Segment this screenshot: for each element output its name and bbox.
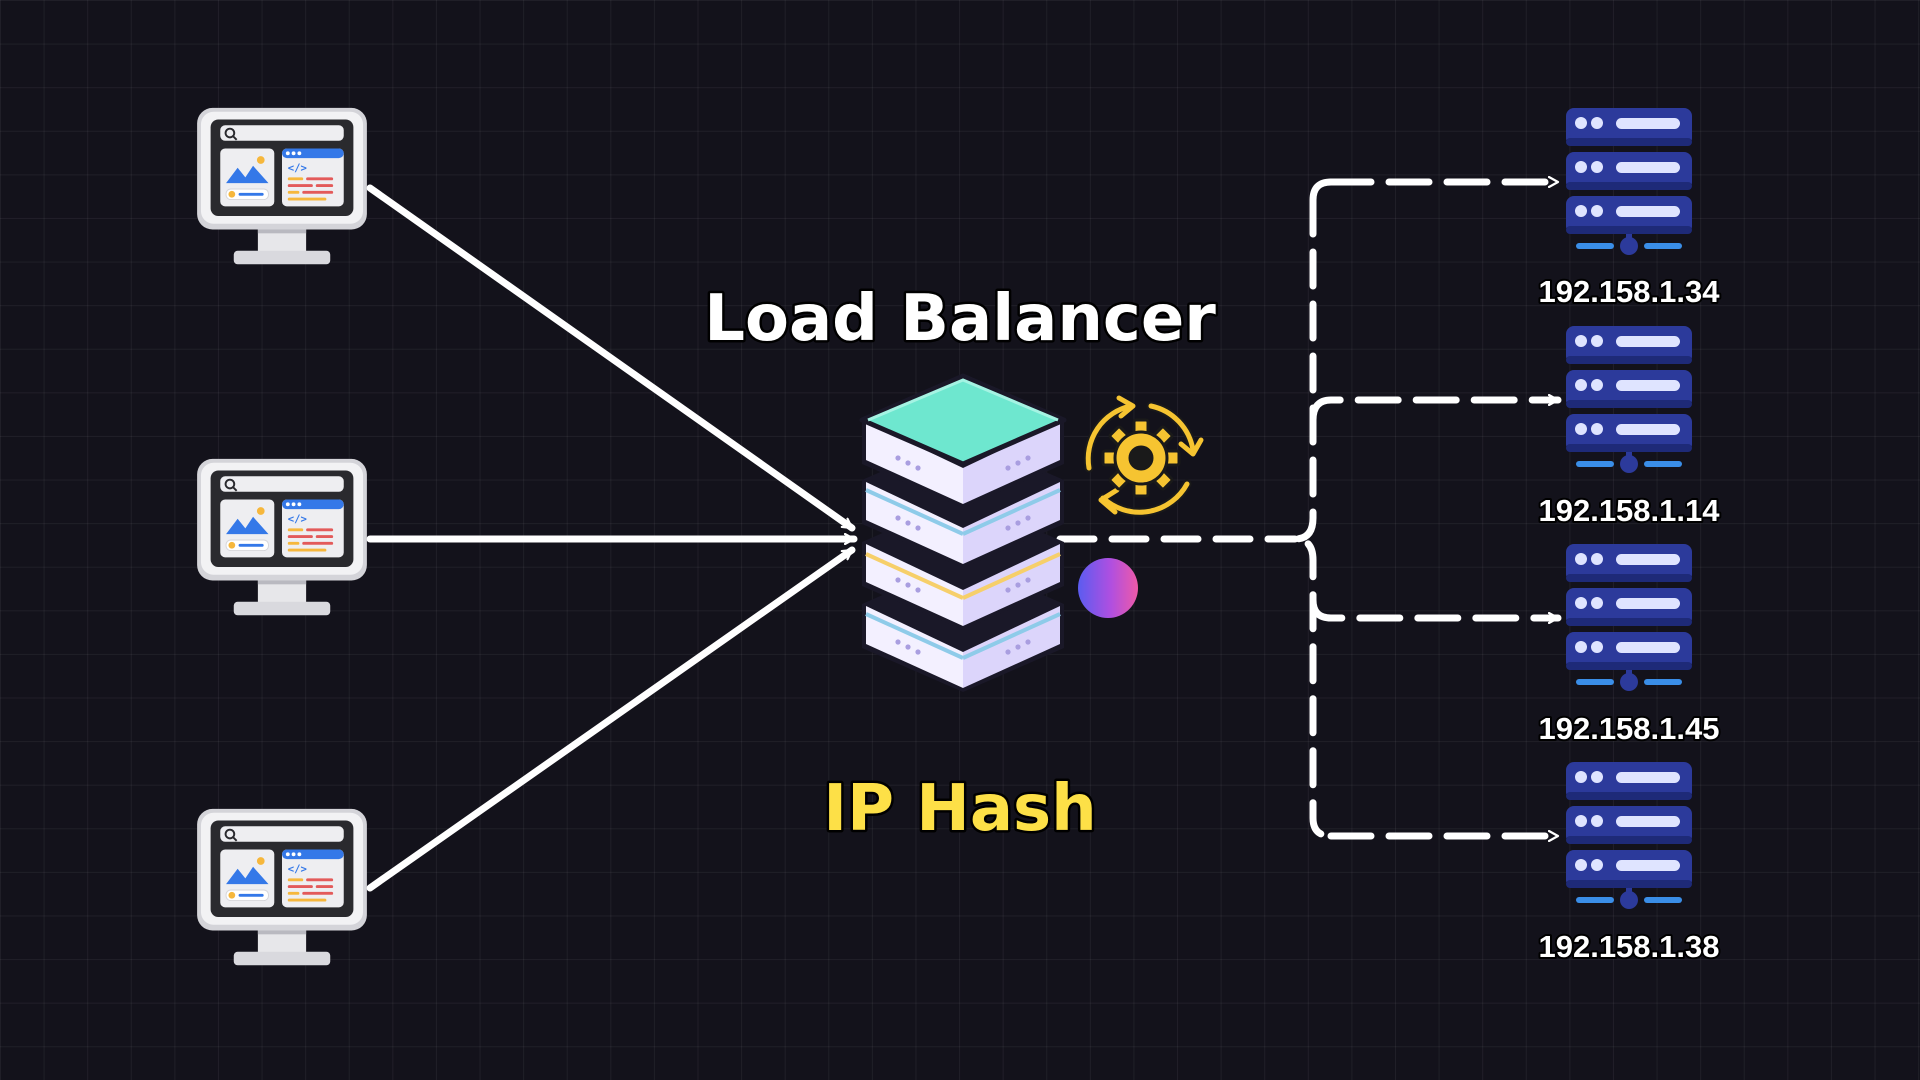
- desktop-monitor-icon: [196, 807, 368, 967]
- server-rack-icon: [1566, 544, 1692, 691]
- request-dot-icon: [1078, 558, 1138, 618]
- server-ip-label: 192.158.1.34: [1538, 274, 1720, 309]
- client-1[interactable]: [196, 106, 368, 266]
- server-3[interactable]: 192.158.1.45: [1536, 544, 1722, 748]
- server-ip-label: 192.158.1.14: [1538, 493, 1720, 528]
- desktop-monitor-icon: [196, 106, 368, 266]
- server-4[interactable]: 192.158.1.38: [1536, 762, 1722, 966]
- server-1[interactable]: 192.158.1.34: [1536, 108, 1722, 311]
- server-rack-icon: [1566, 108, 1692, 255]
- stacked-server-icon: [859, 373, 1067, 692]
- connector-client-1: [366, 184, 856, 532]
- client-2[interactable]: [196, 457, 368, 617]
- client-connectors: [366, 184, 858, 892]
- algorithm-label: IP Hash: [823, 772, 1096, 846]
- connector-client-3: [366, 546, 856, 892]
- client-3[interactable]: [196, 807, 368, 967]
- load-balancer-node[interactable]: [859, 373, 1067, 692]
- connector-server-2: [1309, 400, 1562, 424]
- server-ip-label: 192.158.1.38: [1538, 929, 1719, 964]
- connector-server-3: [1309, 596, 1562, 618]
- load-balancer-title: Load Balancer: [704, 282, 1216, 356]
- desktop-monitor-icon: [196, 457, 368, 617]
- server-connectors: [1056, 178, 1562, 840]
- gear-refresh-icon: [1083, 395, 1204, 517]
- server-2[interactable]: 192.158.1.14: [1536, 326, 1722, 530]
- server-rack-icon: [1566, 326, 1692, 473]
- connector-bracket: [1294, 178, 1335, 840]
- server-rack-icon: [1566, 762, 1692, 909]
- server-ip-label: 192.158.1.45: [1538, 711, 1719, 746]
